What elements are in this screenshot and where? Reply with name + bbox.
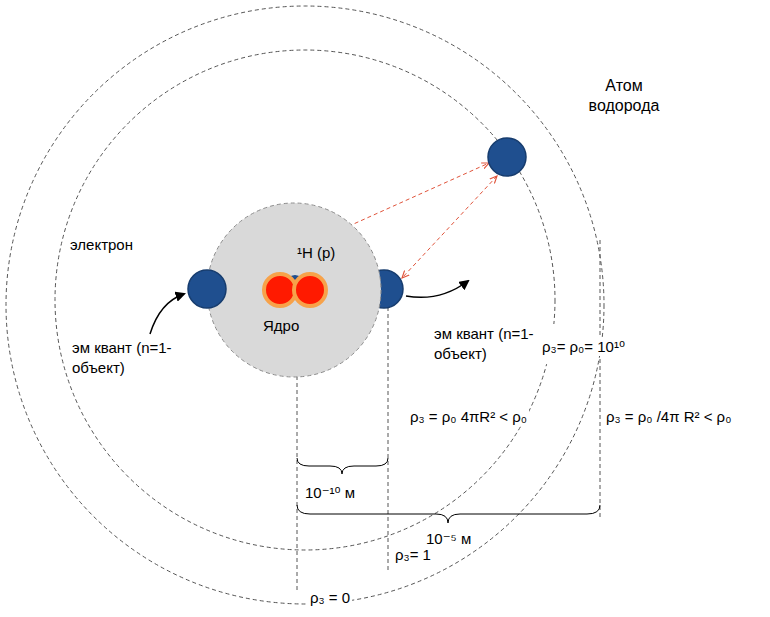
nucleus-region	[207, 203, 381, 377]
interaction-arrow	[402, 176, 497, 278]
density-formula: ρ₃ = ρ₀ 4πR² < ρ₀	[408, 408, 529, 426]
electron-symbol	[188, 270, 226, 308]
quantum-label: эм квант (n=1-объект)	[70, 338, 194, 378]
dimension-brace	[297, 505, 600, 523]
density-value: ρ₃ = 0	[308, 589, 352, 607]
electron-circle: электрон	[187, 269, 227, 309]
nucleon-symbol	[294, 274, 326, 306]
density-formula: ρ₃= ρ₀= 10¹⁰	[540, 338, 627, 356]
quantum-arrow	[406, 281, 468, 297]
density-value: ρ₃= 1	[393, 546, 433, 564]
nucleus-label: Ядро	[263, 317, 299, 335]
quantum-label: эм квант (n=1-объект)	[432, 324, 556, 364]
electron-shape	[187, 269, 227, 309]
outer-orbit	[6, 6, 604, 604]
nucleus-shape	[206, 202, 382, 378]
nucleon-symbol	[264, 274, 296, 306]
isotope-label: ¹H (p)	[297, 244, 335, 262]
electron-symbol	[488, 138, 526, 176]
diagram-title: Атом водорода	[572, 76, 676, 116]
guide-line	[388, 300, 389, 570]
electron-label: электрон	[70, 236, 133, 254]
dimension-brace	[297, 458, 388, 474]
density-formula: ρ₃ = ρ₀ /4π R² < ρ₀	[604, 408, 733, 426]
dimension-label: 10⁻¹⁰ м	[303, 484, 357, 502]
guide-line	[600, 240, 601, 520]
quantum-arrow	[150, 294, 184, 334]
inner-orbit	[55, 50, 555, 550]
nucleus-circle: ¹H (p) Ядро	[206, 202, 382, 378]
